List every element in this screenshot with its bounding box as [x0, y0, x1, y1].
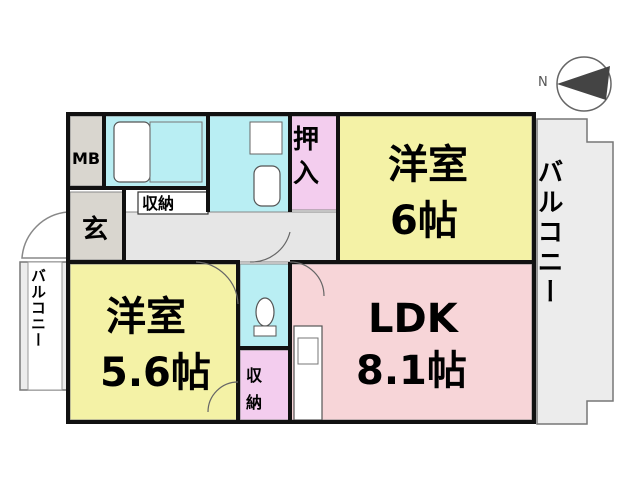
balcony-right: バルコニー	[533, 118, 614, 425]
storage-upper-label: 収納	[142, 194, 174, 213]
meter-box-label: MB	[72, 149, 100, 168]
oshiire-label-line2: 入	[293, 159, 319, 189]
washing-machine-pan	[249, 121, 283, 155]
compass-north-label: N	[538, 75, 548, 90]
entrance-porch	[21, 211, 69, 259]
door-swings	[195, 231, 325, 413]
balcony-left-label: バルコニー	[29, 268, 47, 348]
ldk	[289, 263, 533, 421]
toilet-bowl	[255, 297, 275, 327]
storage-lower-label-line2: 納	[246, 393, 262, 412]
oshiire-label-line1: 押	[293, 125, 319, 155]
balcony-right-label: バルコニー	[533, 158, 563, 308]
compass-needle-icon	[557, 66, 610, 100]
western-room-b-size: 5.6帖	[100, 350, 211, 396]
ldk-size: 8.1帖	[356, 348, 467, 394]
kitchen-sink	[297, 337, 319, 365]
ldk-name: LDK	[368, 296, 460, 342]
corridor	[123, 211, 339, 263]
walls	[66, 112, 536, 424]
toilet-tank	[253, 325, 277, 337]
wash-basin	[253, 165, 281, 207]
western-room-a-size: 6帖	[390, 198, 458, 244]
western-room-a-name: 洋室	[388, 142, 468, 188]
storage-lower-label-line1: 収	[246, 366, 263, 385]
entrance-label: 玄	[82, 214, 108, 245]
western-room-b	[69, 263, 239, 421]
compass: N	[538, 56, 612, 112]
balcony-left: バルコニー	[19, 261, 69, 391]
western-room-b-name: 洋室	[106, 294, 186, 340]
bathtub	[113, 121, 151, 183]
shower-area	[149, 121, 203, 183]
